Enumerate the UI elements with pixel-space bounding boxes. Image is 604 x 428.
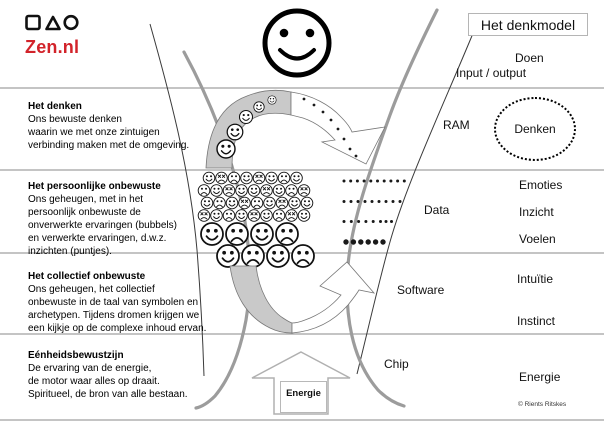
- label-inzicht: Inzicht: [519, 205, 554, 219]
- label-doen: Doen: [515, 51, 544, 65]
- diagram-title: Het denkmodel: [468, 13, 588, 36]
- rising-arrow: [291, 261, 376, 334]
- brand-name: Zen.nl: [25, 37, 80, 57]
- block-body: Ons bewuste denken waarin we met onze zi…: [28, 114, 190, 151]
- block-persoonlijke-onbewuste: Het persoonlijke onbewuste Ons geheugen,…: [28, 180, 216, 258]
- block-body: Ons geheugen, met in het persoonlijk onb…: [28, 194, 177, 257]
- block-body: De ervaring van de energie, de motor waa…: [28, 363, 188, 400]
- label-denken: Denken: [514, 122, 556, 136]
- label-input-output: Input / output: [456, 66, 527, 80]
- label-ram: RAM: [443, 118, 470, 132]
- label-voelen: Voelen: [519, 232, 556, 246]
- block-title: Het denken: [28, 101, 82, 112]
- block-body: Ons geheugen, het collectief onbewuste i…: [28, 284, 207, 334]
- block-collectief-onbewuste: Het collectief onbewuste Ons geheugen, h…: [28, 270, 216, 335]
- block-title: Het collectief onbewuste: [28, 271, 146, 282]
- body-thin-lines: [149, 13, 482, 377]
- triangle-icon: [45, 15, 61, 31]
- label-emoties: Emoties: [519, 178, 563, 192]
- square-icon: [25, 14, 41, 31]
- label-chip: Chip: [384, 357, 409, 371]
- credit-text: © Rients Ritskes: [518, 401, 567, 408]
- block-title: Eénheidsbewustzijn: [28, 350, 124, 361]
- head-smiley-icon: [262, 8, 332, 78]
- energie-arrow-label: Energie: [280, 381, 327, 413]
- zen-logo-shapes: [25, 14, 79, 31]
- memory-arch-gray-band: [205, 89, 292, 169]
- block-eenheidsbewustzijn: Eénheidsbewustzijn De ervaring van de en…: [28, 349, 216, 401]
- label-data: Data: [424, 203, 450, 217]
- denken-oval: Denken: [494, 97, 576, 161]
- thought-dots-trail: [302, 97, 358, 158]
- insight-dots: [342, 179, 406, 245]
- label-software: Software: [397, 283, 445, 297]
- collective-gray-crescent: [229, 265, 293, 334]
- block-het-denken: Het denken Ons bewuste denken waarin we …: [28, 100, 216, 152]
- label-intuitie: Intuïtie: [517, 272, 554, 286]
- zen-logo: Zen.nl: [25, 14, 81, 58]
- block-title: Het persoonlijke onbewuste: [28, 181, 161, 192]
- label-energie: Energie: [519, 370, 561, 384]
- circle-icon: [63, 14, 79, 31]
- label-instinct: Instinct: [517, 314, 556, 328]
